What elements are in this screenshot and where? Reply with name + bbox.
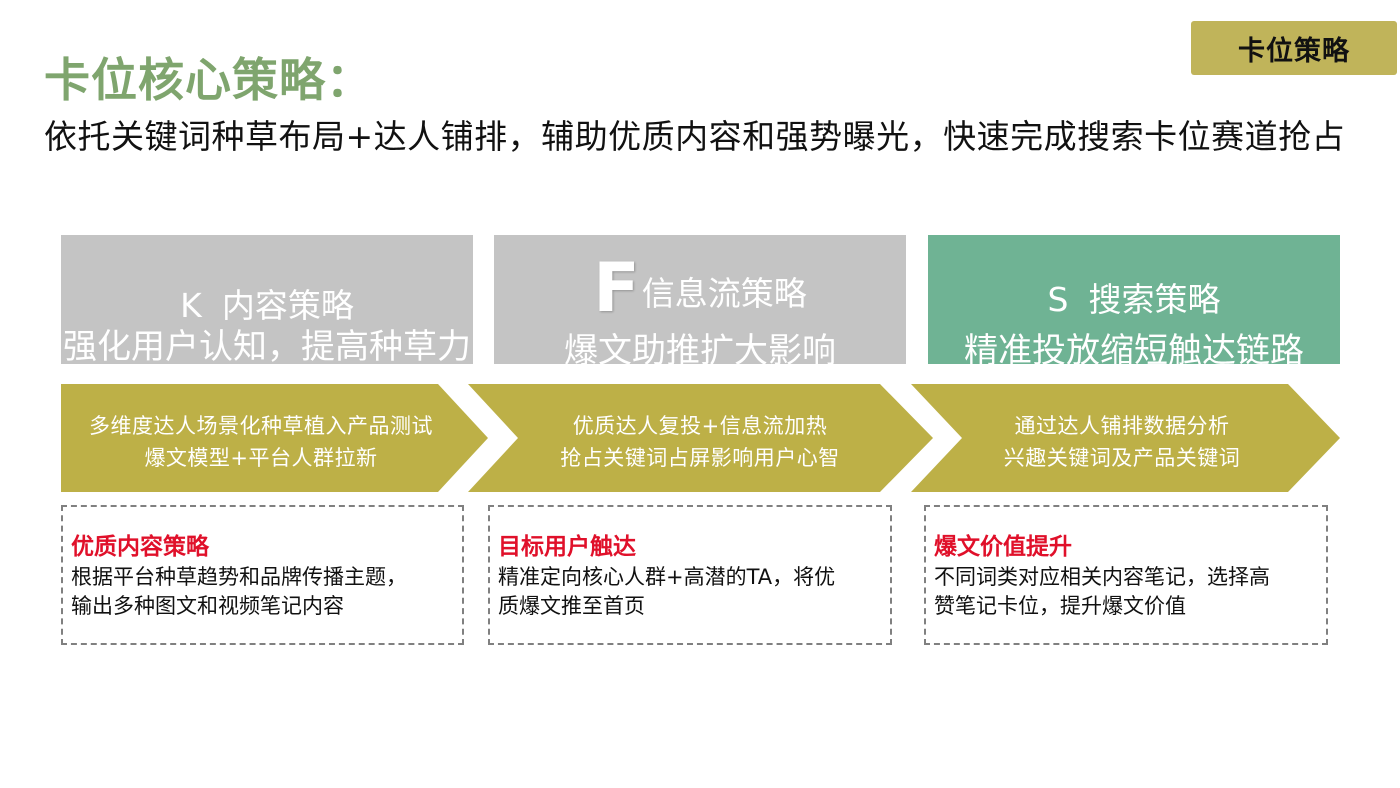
strategy-name: 信息流策略 bbox=[641, 274, 807, 313]
card-title: 爆文价值提升 bbox=[934, 534, 1072, 560]
strategy-slogan: 爆文助推扩大影响 bbox=[564, 331, 836, 364]
arrow-line: 抢占关键词占屏影响用户心智 bbox=[560, 446, 840, 470]
strategy-header-f: F信息流策略 爆文助推扩大影响 bbox=[494, 235, 906, 364]
arrow-line: 爆文模型+平台人群拉新 bbox=[144, 446, 378, 470]
arrow-line: 通过达人铺排数据分析 bbox=[1014, 414, 1230, 438]
strategy-slogan: 精准投放缩短触达链路 bbox=[964, 331, 1304, 364]
strategy-slogan: 强化用户认知，提高种草力 bbox=[63, 327, 471, 364]
card-body: 不同词类对应相关内容笔记，选择高 赞笔记卡位，提升爆文价值 bbox=[934, 565, 1270, 618]
arrow-shape-k bbox=[61, 384, 488, 492]
page-title: 卡位核心策略： bbox=[44, 53, 373, 107]
card-body: 根据平台种草趋势和品牌传播主题， 输出多种图文和视频笔记内容 bbox=[71, 565, 407, 618]
strategy-name: 搜索策略 bbox=[1088, 280, 1221, 319]
card-body: 精准定向核心人群+高潜的TA，将优 质爆文推至首页 bbox=[498, 565, 836, 618]
detail-card-k: 优质内容策略 根据平台种草趋势和品牌传播主题， 输出多种图文和视频笔记内容 bbox=[61, 505, 464, 645]
arrow-line: 多维度达人场景化种草植入产品测试 bbox=[89, 414, 433, 438]
card-title: 目标用户触达 bbox=[498, 534, 636, 560]
detail-card-s: 爆文价值提升 不同词类对应相关内容笔记，选择高 赞笔记卡位，提升爆文价值 bbox=[924, 505, 1328, 645]
card-title: 优质内容策略 bbox=[71, 534, 209, 560]
arrow-line: 兴趣关键词及产品关键词 bbox=[1003, 446, 1241, 470]
arrow-line: 优质达人复投+信息流加热 bbox=[572, 414, 828, 438]
detail-card-f: 目标用户触达 精准定向核心人群+高潜的TA，将优 质爆文推至首页 bbox=[488, 505, 892, 645]
strategy-letter: F bbox=[593, 249, 640, 328]
strategy-letter: S bbox=[1047, 280, 1069, 319]
strategy-letter: K bbox=[180, 286, 202, 325]
section-badge: 卡位策略 bbox=[1191, 21, 1397, 75]
arrow-text-f: 优质达人复投+信息流加热 抢占关键词占屏影响用户心智 bbox=[500, 410, 900, 474]
strategy-header-s: S 搜索策略 精准投放缩短触达链路 bbox=[928, 235, 1340, 364]
arrow-text-s: 通过达人铺排数据分析 兴趣关键词及产品关键词 bbox=[922, 410, 1322, 474]
arrow-text-k: 多维度达人场景化种草植入产品测试 爆文模型+平台人群拉新 bbox=[61, 410, 461, 474]
arrow-shape-f bbox=[468, 384, 933, 492]
arrow-shape-s bbox=[911, 384, 1340, 492]
strategy-name: 内容策略 bbox=[221, 286, 354, 325]
strategy-header-k: K 内容策略 强化用户认知，提高种草力 bbox=[61, 235, 473, 364]
page-subtitle: 依托关键词种草布局+达人铺排，辅助优质内容和强势曝光，快速完成搜索卡位赛道抢占 bbox=[44, 117, 1346, 156]
